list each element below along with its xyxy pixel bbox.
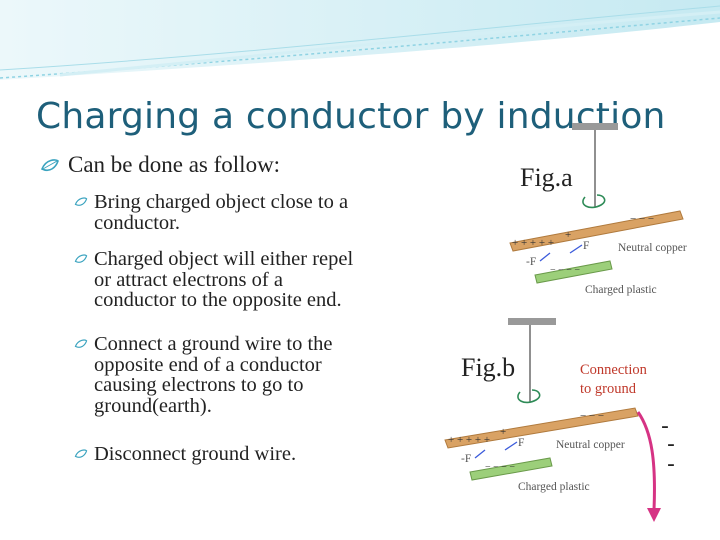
connection-to-ground-label: Connection to ground <box>580 361 647 399</box>
lead-text: Can be done as follow: <box>68 152 281 177</box>
step-text: causing electrons to go to <box>94 374 304 396</box>
step-text: Bring charged object close to a <box>94 191 349 213</box>
force-label-2: -F <box>526 256 536 268</box>
slide-title: Charging a conductor by induction <box>36 96 666 137</box>
leaf-bullet-icon <box>74 254 88 264</box>
ground-wire <box>636 411 656 511</box>
conductor-label: Neutral copper <box>618 242 687 254</box>
svg-text:− − −: − − − <box>630 213 654 225</box>
force-label: F <box>518 437 524 449</box>
lead-bullet: Can be done as follow: <box>40 152 280 178</box>
step-text: opposite end of a conductor <box>94 353 322 376</box>
copper-rod <box>444 407 639 449</box>
figure-b-label: Fig.b <box>461 353 516 382</box>
svg-text:− − − −: − − − − <box>550 265 580 276</box>
step-text: or attract electrons of a <box>94 268 283 291</box>
minus-mark: - <box>661 414 669 439</box>
connection-text: Connection <box>580 362 647 378</box>
leaf-bullet-icon <box>74 339 88 349</box>
plastic-rod <box>469 457 553 481</box>
svg-text:+: + <box>500 426 506 438</box>
step-bullet-4: Disconnect ground wire. <box>74 444 434 465</box>
plastic-label: Charged plastic <box>585 284 657 296</box>
figure-a-label: Fig.a <box>520 163 573 192</box>
leaf-bullet-icon <box>40 158 59 171</box>
step-bullet-3: Connect a ground wire to the opposite en… <box>74 334 434 416</box>
support-bar <box>572 123 618 130</box>
minus-mark: - <box>667 452 675 477</box>
rotation-arrow-icon <box>582 194 606 209</box>
step-text: ground(earth). <box>94 394 212 417</box>
force-label-2: -F <box>461 453 471 465</box>
step-bullet-2: Charged object will either repel or attr… <box>74 249 434 311</box>
step-text: conductor. <box>94 211 180 234</box>
step-text: Connect a ground wire to the <box>94 333 333 355</box>
svg-text:+ + + + +: + + + + + <box>512 237 554 249</box>
plastic-label: Charged plastic <box>518 481 590 493</box>
ground-arrow-icon <box>647 508 661 522</box>
leaf-bullet-icon <box>74 197 88 207</box>
copper-rod <box>509 210 684 252</box>
minus-mark: - <box>667 432 675 457</box>
figure-a-illustration: + + + + + + − − − − − − − F -F Neutral c… <box>509 123 687 296</box>
step-bullet-1: Bring charged object close to a conducto… <box>74 192 434 233</box>
conductor-label: Neutral copper <box>556 439 625 451</box>
svg-text:− − −: − − − <box>580 410 604 422</box>
svg-text:+: + <box>565 229 571 241</box>
svg-text:− − − −: − − − − <box>485 462 515 473</box>
rotation-arrow-icon <box>517 389 541 404</box>
plastic-rod <box>534 260 613 284</box>
leaf-bullet-icon <box>74 449 88 459</box>
step-text: Disconnect ground wire. <box>94 443 297 465</box>
header-decoration <box>0 0 720 80</box>
step-text: Charged object will either repel <box>94 248 354 270</box>
svg-text:+ + + + +: + + + + + <box>448 434 490 446</box>
step-text: conductor to the opposite end. <box>94 289 342 311</box>
figure-b-illustration: + + + + + + − − − − − − − F -F Neutral c… <box>444 318 661 522</box>
force-label: F <box>583 240 589 252</box>
support-bar <box>508 318 556 325</box>
connection-text: to ground <box>580 381 636 397</box>
